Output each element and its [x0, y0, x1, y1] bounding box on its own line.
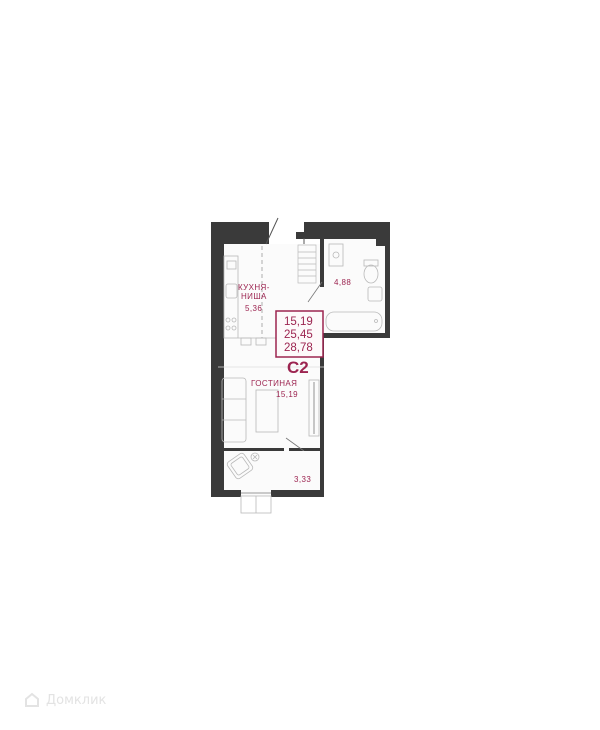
area-summary-box — [275, 310, 324, 358]
walls — [211, 222, 390, 497]
watermark-text: Домклик — [46, 692, 107, 708]
living-room-label: ГОСТИНАЯ — [251, 379, 297, 388]
balcony-furniture — [224, 451, 320, 514]
kitchen-counter — [223, 255, 276, 346]
unit-code: С2 — [287, 358, 309, 377]
kitchen-label-line1: КУХНЯ- — [238, 283, 270, 292]
watermark: Домклик — [24, 692, 106, 708]
bathroom-door — [307, 281, 323, 303]
bathroom-area: 4,88 — [334, 278, 351, 287]
living-furniture — [218, 366, 324, 452]
entry-closet — [297, 244, 317, 284]
kitchen-label-line2: НИША — [241, 292, 267, 301]
living-area-value: 15,19 — [284, 316, 313, 328]
entrance-door — [265, 217, 305, 245]
total-area-value: 28,78 — [284, 342, 313, 354]
house-logo-icon — [25, 692, 39, 707]
total-living-area-value: 25,45 — [284, 329, 313, 341]
living-room-area: 15,19 — [276, 390, 298, 399]
kitchen-area: 5,36 — [245, 304, 262, 313]
balcony-area: 3,33 — [294, 475, 311, 484]
bathroom-fixtures — [325, 243, 383, 332]
